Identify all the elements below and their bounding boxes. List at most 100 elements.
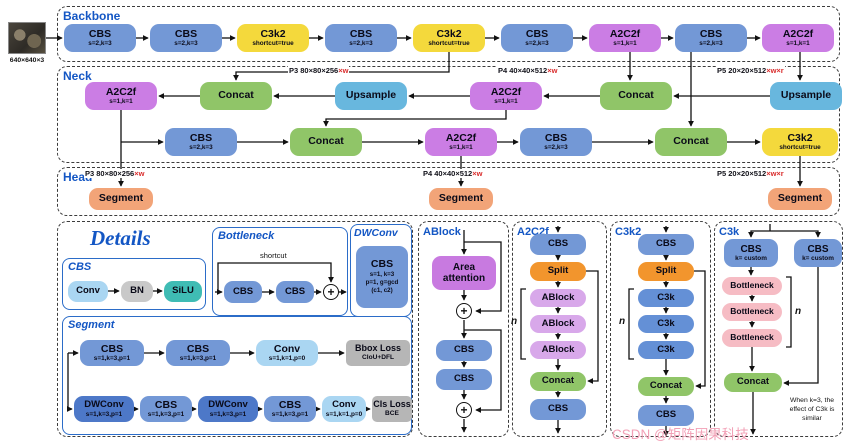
block-label: ABlock xyxy=(541,343,575,355)
block-label: CBS xyxy=(655,238,677,250)
head-segment-p3: Segment xyxy=(89,188,153,210)
a2c2f-n-label: n xyxy=(511,316,518,327)
block-label: A2C2f xyxy=(782,27,814,40)
segment-panel-box xyxy=(62,316,412,435)
block-param: s=1, k=3 xyxy=(369,270,395,278)
block-label: Bottleneck xyxy=(730,332,774,343)
block-label: CBS xyxy=(370,258,394,271)
block-label: CBS xyxy=(278,398,302,411)
dim-suffix: ×w×r xyxy=(766,169,784,178)
block-label: CBS xyxy=(547,238,569,250)
block-label: CBS xyxy=(740,243,762,255)
block-sub: shortcut=true xyxy=(779,144,821,152)
head-p3-dim: P3 80×80×256×w xyxy=(84,169,146,178)
block-sub: s=1,k=1,p=0 xyxy=(268,355,306,363)
block-sub: s=2,k=3 xyxy=(525,40,549,48)
block-label: Concat xyxy=(673,135,709,148)
block-label: Split xyxy=(655,265,677,277)
block-sub: s=2,k=3 xyxy=(699,40,723,48)
block-label: Bottleneck xyxy=(730,306,774,317)
block-sub: s=1,k=1 xyxy=(613,40,637,48)
watermark: CSDN @矩阵因果科技 xyxy=(612,427,749,442)
block-label: C3k2 xyxy=(787,131,813,144)
dim-text: P3 80×80×256 xyxy=(289,66,339,75)
a2c2f-column-box xyxy=(512,221,607,437)
cbs-panel-title: CBS xyxy=(68,261,92,273)
block-label: Upsample xyxy=(780,89,832,102)
neck-node-concat-2: Concat xyxy=(600,82,672,110)
block-label: SiLU xyxy=(172,285,194,297)
block-label: BN xyxy=(130,285,144,297)
block-sub: k= custom xyxy=(802,254,834,262)
c3k-bottleneck-3: Bottleneck xyxy=(722,329,782,347)
block-label: A2C2f xyxy=(445,131,477,144)
head-section-box xyxy=(57,167,840,216)
block-label: CBS xyxy=(525,27,549,40)
dim-text: P3 80×80×256 xyxy=(85,169,135,178)
block-label: A2C2f xyxy=(609,27,641,40)
block-sub: s=1,k=1,p=0 xyxy=(325,410,363,418)
head-p4-dim: P4 40×40×512×w xyxy=(422,169,484,178)
block-label: Segment xyxy=(438,192,484,205)
area-attention-block: Area attention xyxy=(432,256,496,290)
block-sub: s=1,k=1 xyxy=(449,144,473,152)
block-label: CBS xyxy=(284,285,306,297)
ablock-column-title: ABlock xyxy=(423,226,461,238)
details-section-box xyxy=(57,221,413,437)
neck-node-concat-4: Concat xyxy=(655,128,727,156)
block-label: CBS xyxy=(655,409,677,421)
block-label: CBS xyxy=(186,342,210,355)
block-label: CBS xyxy=(349,27,373,40)
c3k2-c3k-2: C3k xyxy=(638,315,694,333)
ablock-cbs-2: CBS xyxy=(436,369,492,390)
block-sub: s=1,k=1 xyxy=(109,98,133,106)
c3k2-c3k-1: C3k xyxy=(638,289,694,307)
block-label: CBS xyxy=(699,27,723,40)
a2c2f-concat-block: Concat xyxy=(530,372,586,391)
block-label: CBS xyxy=(174,27,198,40)
block-label: Upsample xyxy=(345,89,397,102)
block-sub: s=2,k=3 xyxy=(544,144,568,152)
cbs-conv-block: Conv xyxy=(68,281,108,302)
block-label: Concat xyxy=(618,89,654,102)
block-label: Split xyxy=(547,265,569,277)
bottleneck-panel-box xyxy=(212,227,348,316)
neck-node-upsample-2: Upsample xyxy=(770,82,842,110)
dim-text: P5 20×20×512 xyxy=(717,169,767,178)
c3k-bottleneck-1: Bottleneck xyxy=(722,277,782,295)
block-label: Segment xyxy=(777,192,823,205)
block-label: Concat xyxy=(218,89,254,102)
block-label: C3k2 xyxy=(260,27,286,40)
block-label: Concat xyxy=(541,375,575,387)
block-label: Segment xyxy=(98,192,144,205)
c3k-bottleneck-2: Bottleneck xyxy=(722,303,782,321)
block-sub: s=1,k=3,p=1 xyxy=(147,411,185,419)
block-label: CBS xyxy=(807,243,829,255)
c3k2-split-block: Split xyxy=(638,262,694,281)
details-title: Details xyxy=(90,226,151,250)
c3k2-concat-block: Concat xyxy=(638,377,694,396)
backbone-label: Backbone xyxy=(63,9,121,23)
bottleneck-cbs-1: CBS xyxy=(224,281,262,303)
cbs-panel-box xyxy=(62,258,206,310)
segment-panel-title: Segment xyxy=(68,319,115,331)
a2c2f-cbs-in: CBS xyxy=(530,234,586,255)
neck-p5-dim: P5 20×20×512×w×r xyxy=(716,66,785,75)
block-sub: s=1,k=3,p=1 xyxy=(85,410,123,418)
dim-suffix: ×w xyxy=(134,169,145,178)
a2c2f-ablock-3: ABlock xyxy=(530,341,586,359)
